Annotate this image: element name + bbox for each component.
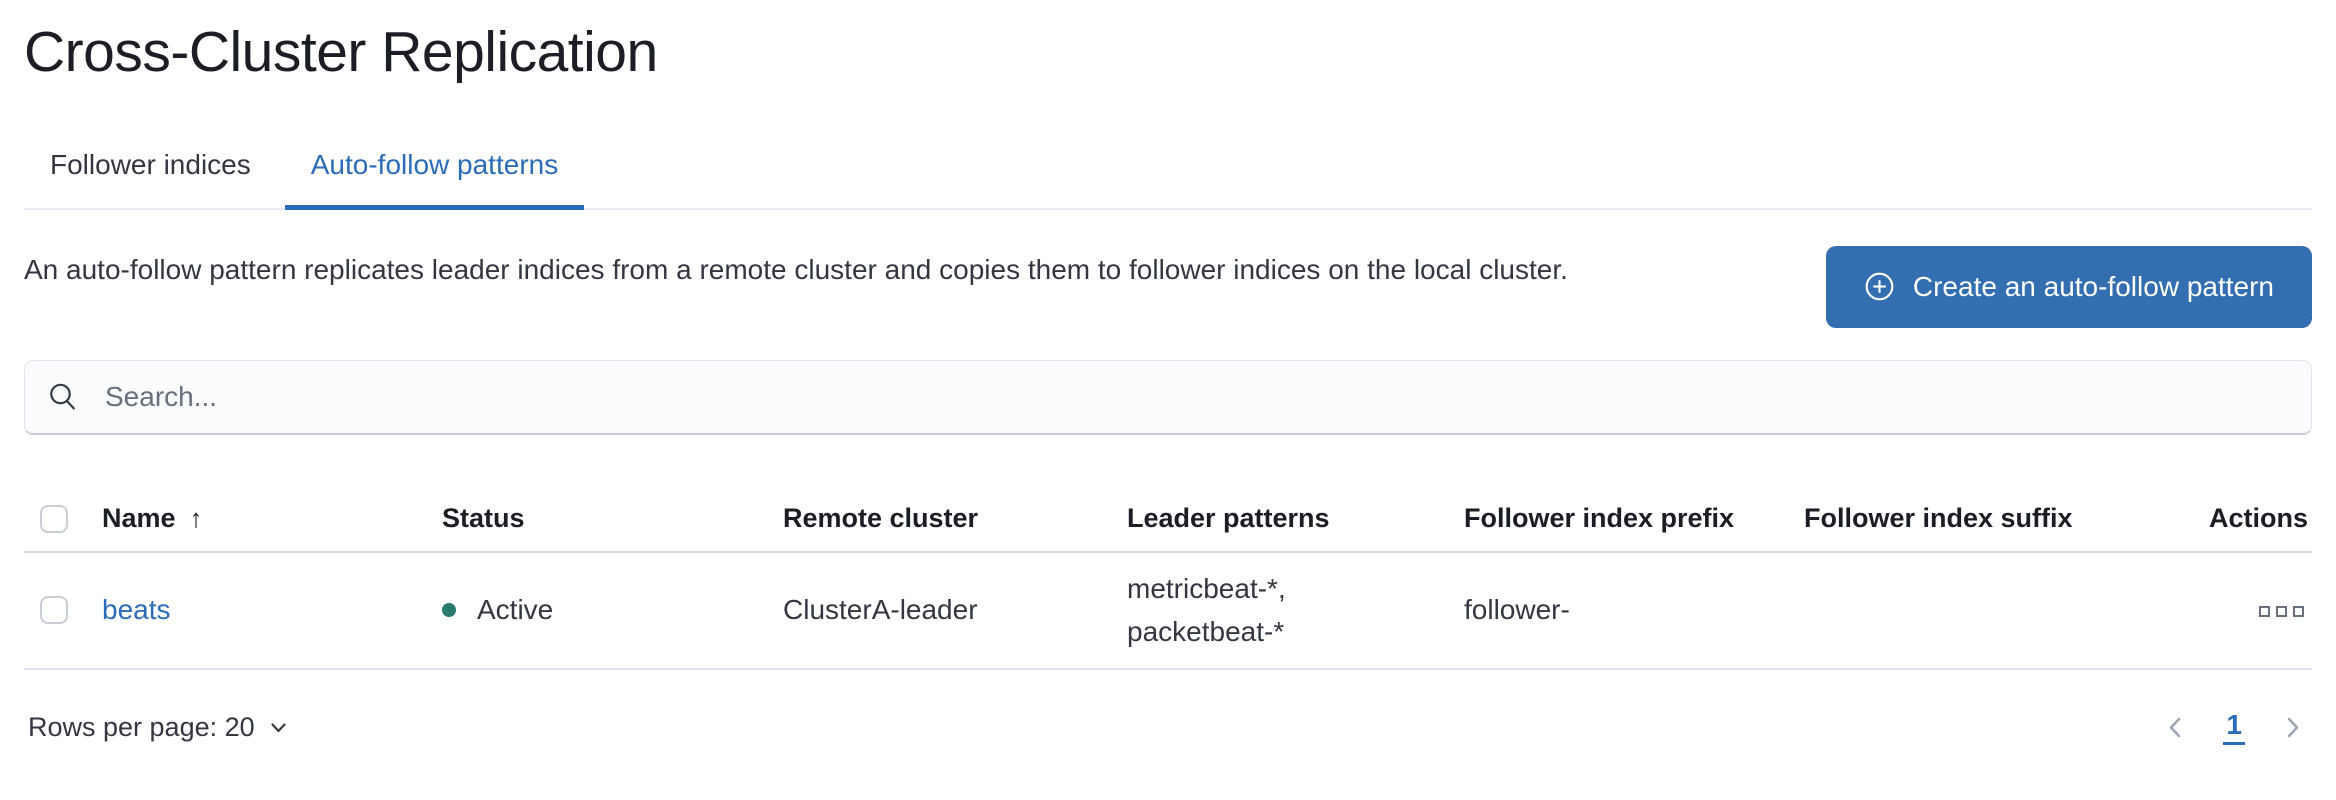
column-header-name[interactable]: Name↑	[102, 503, 203, 534]
column-header-status: Status	[442, 503, 525, 534]
sort-ascending-icon: ↑	[189, 503, 203, 534]
search-input[interactable]	[105, 380, 2289, 413]
chevron-right-icon	[2279, 714, 2306, 741]
intro-section: An auto-follow pattern replicates leader…	[24, 245, 2312, 328]
page-number-1[interactable]: 1	[2223, 709, 2245, 746]
column-header-follower-index-prefix: Follower index prefix	[1464, 503, 1735, 534]
table-row: beats Active ClusterA-leader metricbeat-…	[24, 553, 2312, 670]
status-label: Active	[477, 594, 554, 626]
page-title: Cross-Cluster Replication	[24, 20, 658, 84]
select-all-checkbox[interactable]	[40, 504, 68, 533]
row-actions-button[interactable]	[2255, 600, 2308, 623]
tab-bar: Follower indices Auto-follow patterns	[24, 148, 2312, 210]
search-icon	[47, 381, 79, 413]
row-checkbox[interactable]	[40, 596, 68, 625]
cell-leader-patterns: metricbeat-*, packetbeat-*	[1127, 567, 1464, 653]
cell-remote-cluster: ClusterA-leader	[783, 594, 978, 626]
leader-pattern-line: packetbeat-*	[1127, 616, 1285, 648]
plus-in-circle-icon	[1864, 271, 1895, 302]
column-header-actions: Actions	[2208, 503, 2308, 534]
leader-pattern-line: metricbeat-*,	[1127, 573, 1286, 605]
previous-page-button[interactable]	[2158, 710, 2193, 745]
rows-per-page-label: Rows per page: 20	[28, 711, 255, 742]
page-description: An auto-follow pattern replicates leader…	[24, 253, 1568, 285]
cell-actions	[2144, 594, 2312, 626]
boxes-horizontal-icon	[2259, 606, 2270, 618]
next-page-button[interactable]	[2275, 710, 2310, 745]
search-bar	[24, 359, 2312, 435]
cell-follower-index-prefix: follower-	[1464, 594, 1570, 626]
tab-follower-indices[interactable]: Follower indices	[50, 148, 251, 180]
column-header-remote-cluster: Remote cluster	[783, 503, 979, 534]
column-header-leader-patterns: Leader patterns	[1127, 503, 1330, 534]
rows-per-page-button[interactable]: Rows per page: 20	[24, 706, 294, 749]
table-footer: Rows per page: 20 1	[24, 706, 2312, 749]
create-auto-follow-pattern-button[interactable]: Create an auto-follow pattern	[1825, 245, 2312, 328]
table-header-row: Name↑ Status Remote cluster Leader patte…	[24, 487, 2312, 553]
ccr-page: Cross-Cluster Replication Follower indic…	[0, 18, 2336, 800]
cell-status: Active	[442, 594, 783, 626]
header-checkbox-cell	[24, 504, 102, 533]
chevron-left-icon	[2162, 714, 2189, 741]
status-active-dot-icon	[442, 603, 456, 618]
tab-auto-follow-patterns[interactable]: Auto-follow patterns	[284, 148, 585, 210]
auto-follow-patterns-table: Name↑ Status Remote cluster Leader patte…	[24, 487, 2312, 670]
cell-name: beats	[102, 594, 442, 626]
pagination: 1	[2158, 709, 2312, 746]
create-button-label: Create an auto-follow pattern	[1912, 270, 2274, 302]
column-header-follower-index-suffix: Follower index suffix	[1804, 503, 2073, 534]
row-checkbox-cell	[24, 596, 102, 625]
pattern-name-link[interactable]: beats	[102, 594, 171, 626]
chevron-down-icon	[267, 716, 290, 739]
